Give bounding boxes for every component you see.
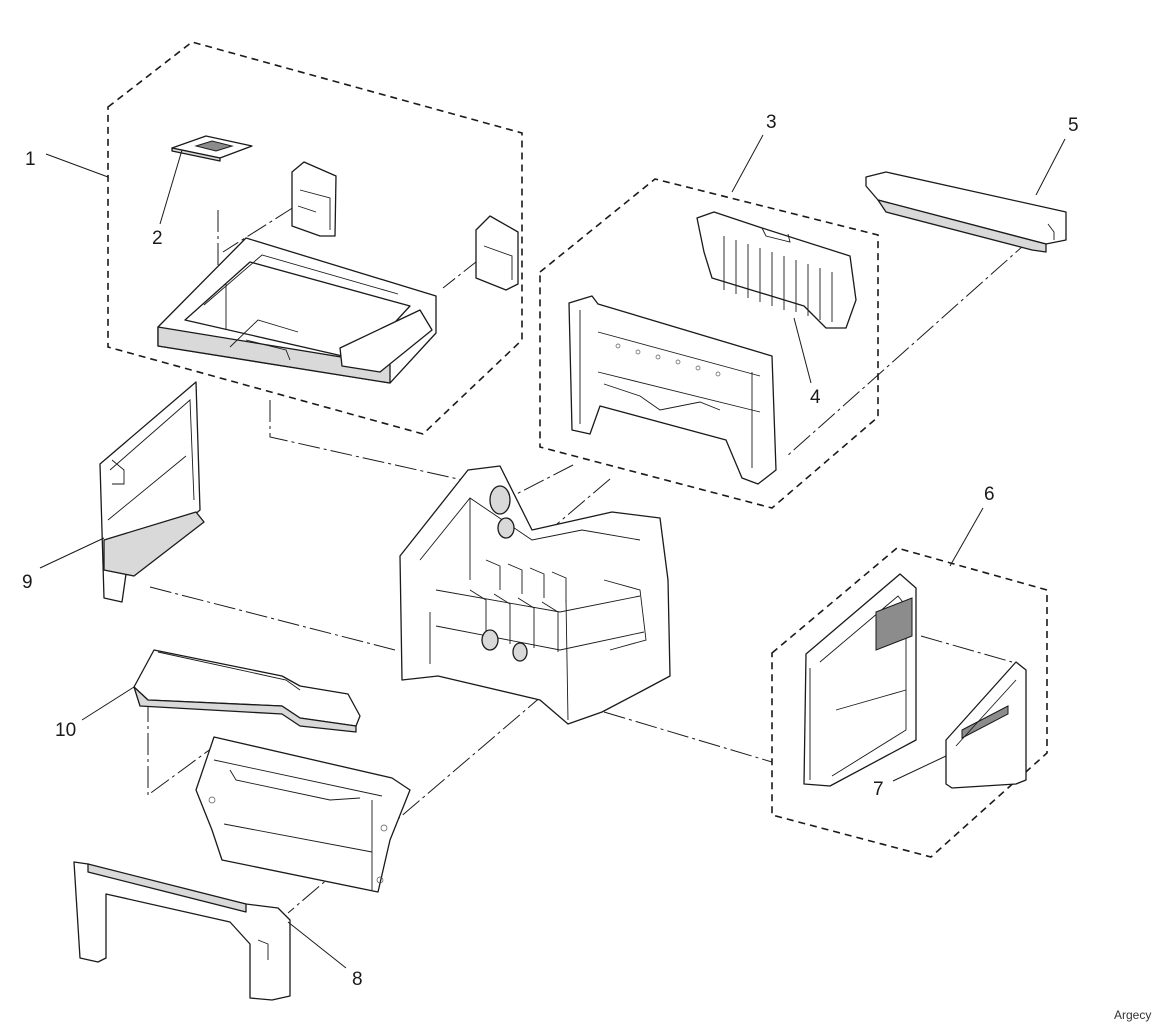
callout-7: 7 bbox=[873, 779, 884, 800]
printer-main-frame bbox=[399, 465, 671, 725]
callout-3: 3 bbox=[766, 112, 777, 133]
callout-5: 5 bbox=[1068, 115, 1079, 136]
part-2-access-door bbox=[171, 135, 253, 162]
leader-lines bbox=[39, 134, 1066, 969]
callout-9: 9 bbox=[22, 572, 33, 593]
rear-door-frame bbox=[568, 295, 777, 485]
group-box-6 bbox=[771, 547, 1048, 858]
part-10-operator-panel bbox=[133, 649, 361, 733]
part-5-rear-top-cover bbox=[865, 171, 1067, 253]
part-6-right-side-cover bbox=[803, 573, 917, 787]
callout-4: 4 bbox=[810, 387, 821, 408]
part-9-left-side-cover bbox=[99, 381, 205, 603]
callout-10: 10 bbox=[55, 720, 76, 741]
top-cover-hinge-left bbox=[291, 161, 337, 237]
top-cover-frame bbox=[157, 237, 437, 384]
callout-8: 8 bbox=[352, 969, 363, 990]
group-box-3 bbox=[539, 178, 879, 509]
top-cover-hinge-right bbox=[475, 215, 519, 291]
part-8-front-cover bbox=[73, 861, 291, 1001]
part-4-exit-guide bbox=[696, 211, 857, 329]
group-box-1 bbox=[107, 41, 523, 435]
callout-6: 6 bbox=[984, 484, 995, 505]
callout-1: 1 bbox=[25, 149, 36, 170]
watermark-text: Argecy bbox=[1114, 1008, 1151, 1022]
callout-2: 2 bbox=[152, 228, 163, 249]
scanner-base-frame bbox=[195, 736, 411, 893]
part-7-side-panel bbox=[945, 661, 1027, 789]
